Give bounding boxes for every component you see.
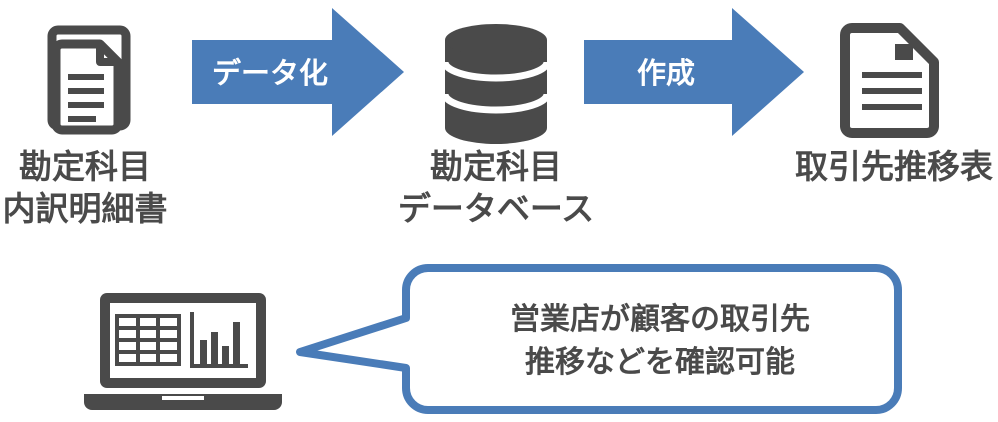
arrow-label: 作成 [637,56,695,90]
documents-stack-icon [47,25,131,135]
bubble-text-line2: 推移などを確認可能 [525,345,795,380]
laptop-chart-icon [84,293,282,410]
arrow-shape [584,8,804,136]
bubble-text-line1: 営業店が顧客の取引先 [510,302,810,337]
step1-label-line1: 勘定科目 [19,147,151,186]
arrow-shape [192,8,404,136]
arrow-digitize: データ化 [192,8,404,136]
step3-label: 取引先推移表 [795,147,993,186]
step2-label-line2: データベース [398,189,594,228]
table-grid-icon [115,314,181,366]
report-document-icon [840,23,939,138]
step2-label-line1: 勘定科目 [430,147,562,186]
step1-label-line2: 内訳明細書 [3,189,168,228]
arrow-label: データ化 [212,56,328,90]
arrow-create: 作成 [584,8,804,136]
database-icon [441,24,551,144]
bar-chart-icon [190,312,248,368]
speech-bubble: 営業店が顧客の取引先 推移などを確認可能 [296,264,902,414]
